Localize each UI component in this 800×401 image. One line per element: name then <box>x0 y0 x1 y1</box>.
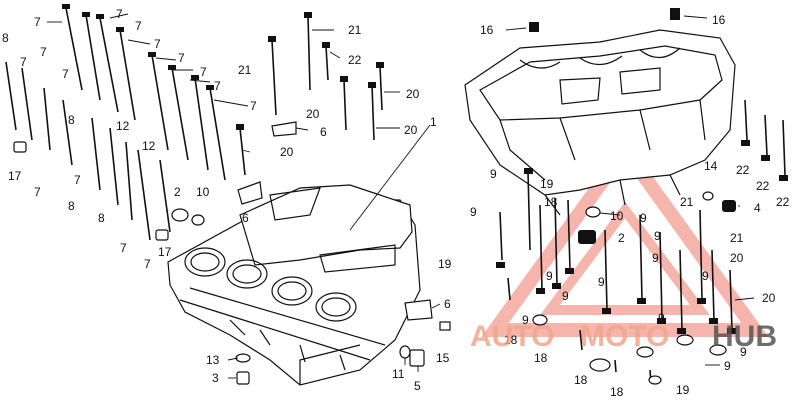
callout-10-a: 10 <box>196 185 210 199</box>
callout-18-d: 18 <box>574 373 588 387</box>
callout-9-g: 9 <box>546 269 553 283</box>
callout-20-a: 20 <box>406 87 420 101</box>
callout-7-j: 7 <box>20 55 27 69</box>
upper-crankcase <box>464 29 736 216</box>
callout-20-b: 20 <box>306 107 320 121</box>
callout-12-b: 12 <box>142 139 156 153</box>
callout-22-d: 22 <box>776 195 790 209</box>
bolt-heads-right <box>496 8 788 334</box>
callout-7-d: 7 <box>154 37 161 51</box>
callout-18-b: 18 <box>504 333 518 347</box>
callout-9-b: 9 <box>470 205 477 219</box>
watermark-moto: MOTO <box>580 320 669 353</box>
callout-16-b: 16 <box>712 13 726 27</box>
callout-2-a: 2 <box>174 185 181 199</box>
callout-9-e: 9 <box>652 251 659 265</box>
callout-19-c: 19 <box>676 383 690 397</box>
watermark-hub: HUB <box>712 320 777 353</box>
bolts-right <box>499 99 786 384</box>
watermark-triangle-outer <box>481 138 769 337</box>
callout-20-c: 20 <box>404 123 418 137</box>
callout-9-h: 9 <box>562 289 569 303</box>
callout-7-i: 7 <box>40 45 47 59</box>
callout-9-k: 9 <box>658 311 665 325</box>
callout-5: 5 <box>414 379 421 393</box>
callout-9-d: 9 <box>654 229 661 243</box>
callout-7-m: 7 <box>74 173 81 187</box>
leader-lines <box>47 13 755 379</box>
callout-7-k: 7 <box>62 67 69 81</box>
callout-4: 4 <box>754 201 761 215</box>
callout-15: 15 <box>436 351 450 365</box>
callout-12-a: 12 <box>116 119 130 133</box>
callout-11: 11 <box>392 367 405 381</box>
callout-10-b: 10 <box>610 209 624 223</box>
small-parts-left <box>13 121 451 385</box>
callout-19-a: 19 <box>540 177 554 191</box>
callout-9-l: 9 <box>740 345 747 359</box>
callout-18-e: 18 <box>610 385 624 399</box>
callout-7-l: 7 <box>34 185 41 199</box>
callout-7-n: 7 <box>120 241 127 255</box>
callout-22-c: 22 <box>756 179 770 193</box>
watermark-text: AUTO MOTO HUB <box>470 320 777 353</box>
callout-17-b: 17 <box>158 245 172 259</box>
callout-6-a: 6 <box>242 211 249 225</box>
callout-19-b: 19 <box>438 257 452 271</box>
watermark-logo <box>481 138 769 337</box>
callout-18-a: 18 <box>544 195 558 209</box>
stud-bolts-left <box>5 7 383 241</box>
watermark-triangle-inner <box>540 201 710 315</box>
callout-9-m: 9 <box>724 359 731 373</box>
callout-7-e: 7 <box>178 51 185 65</box>
callout-8-c: 8 <box>68 199 75 213</box>
callout-9-a: 9 <box>490 167 497 181</box>
callout-21-c: 21 <box>680 195 694 209</box>
callout-21-a: 21 <box>348 23 362 37</box>
callout-2-b: 2 <box>618 231 625 245</box>
callout-3: 3 <box>212 371 219 385</box>
callout-7-b: 7 <box>116 7 123 21</box>
callout-9-c: 9 <box>640 211 647 225</box>
callout-20-f: 20 <box>762 291 776 305</box>
callout-21-d: 21 <box>730 231 744 245</box>
callout-6-c: 6 <box>444 297 451 311</box>
callout-9-f: 9 <box>598 275 605 289</box>
callout-20-d: 20 <box>280 145 294 159</box>
callout-7-o: 7 <box>144 257 151 271</box>
callout-14: 14 <box>704 159 718 173</box>
callout-18-c: 18 <box>534 351 548 365</box>
washers-right <box>532 191 727 385</box>
callout-7-f: 7 <box>200 65 207 79</box>
callout-7-a: 7 <box>34 15 41 29</box>
callout-8-b: 8 <box>68 113 75 127</box>
callout-13: 13 <box>206 353 220 367</box>
callout-17-a: 17 <box>8 169 22 183</box>
callout-7-c: 7 <box>135 19 142 33</box>
callout-20-e: 20 <box>730 251 744 265</box>
callout-22-a: 22 <box>348 53 362 67</box>
watermark-auto: AUTO <box>470 320 554 353</box>
callout-6-b: 6 <box>320 125 327 139</box>
callout-8-d: 8 <box>98 211 105 225</box>
callout-9-j: 9 <box>522 313 529 327</box>
callout-16-a: 16 <box>480 23 494 37</box>
callout-7-h: 7 <box>250 99 257 113</box>
bolt-heads-left <box>62 4 384 130</box>
callout-9-i: 9 <box>702 269 709 283</box>
callout-22-b: 22 <box>736 163 750 177</box>
callout-1: 1 <box>430 115 437 129</box>
callout-21-b: 21 <box>238 63 252 77</box>
callout-7-g: 7 <box>214 79 221 93</box>
callout-labels: 7 7 7 7 7 7 7 7 8 7 7 7 8 17 7 7 12 12 8… <box>2 7 790 399</box>
callout-8-a: 8 <box>2 31 9 45</box>
